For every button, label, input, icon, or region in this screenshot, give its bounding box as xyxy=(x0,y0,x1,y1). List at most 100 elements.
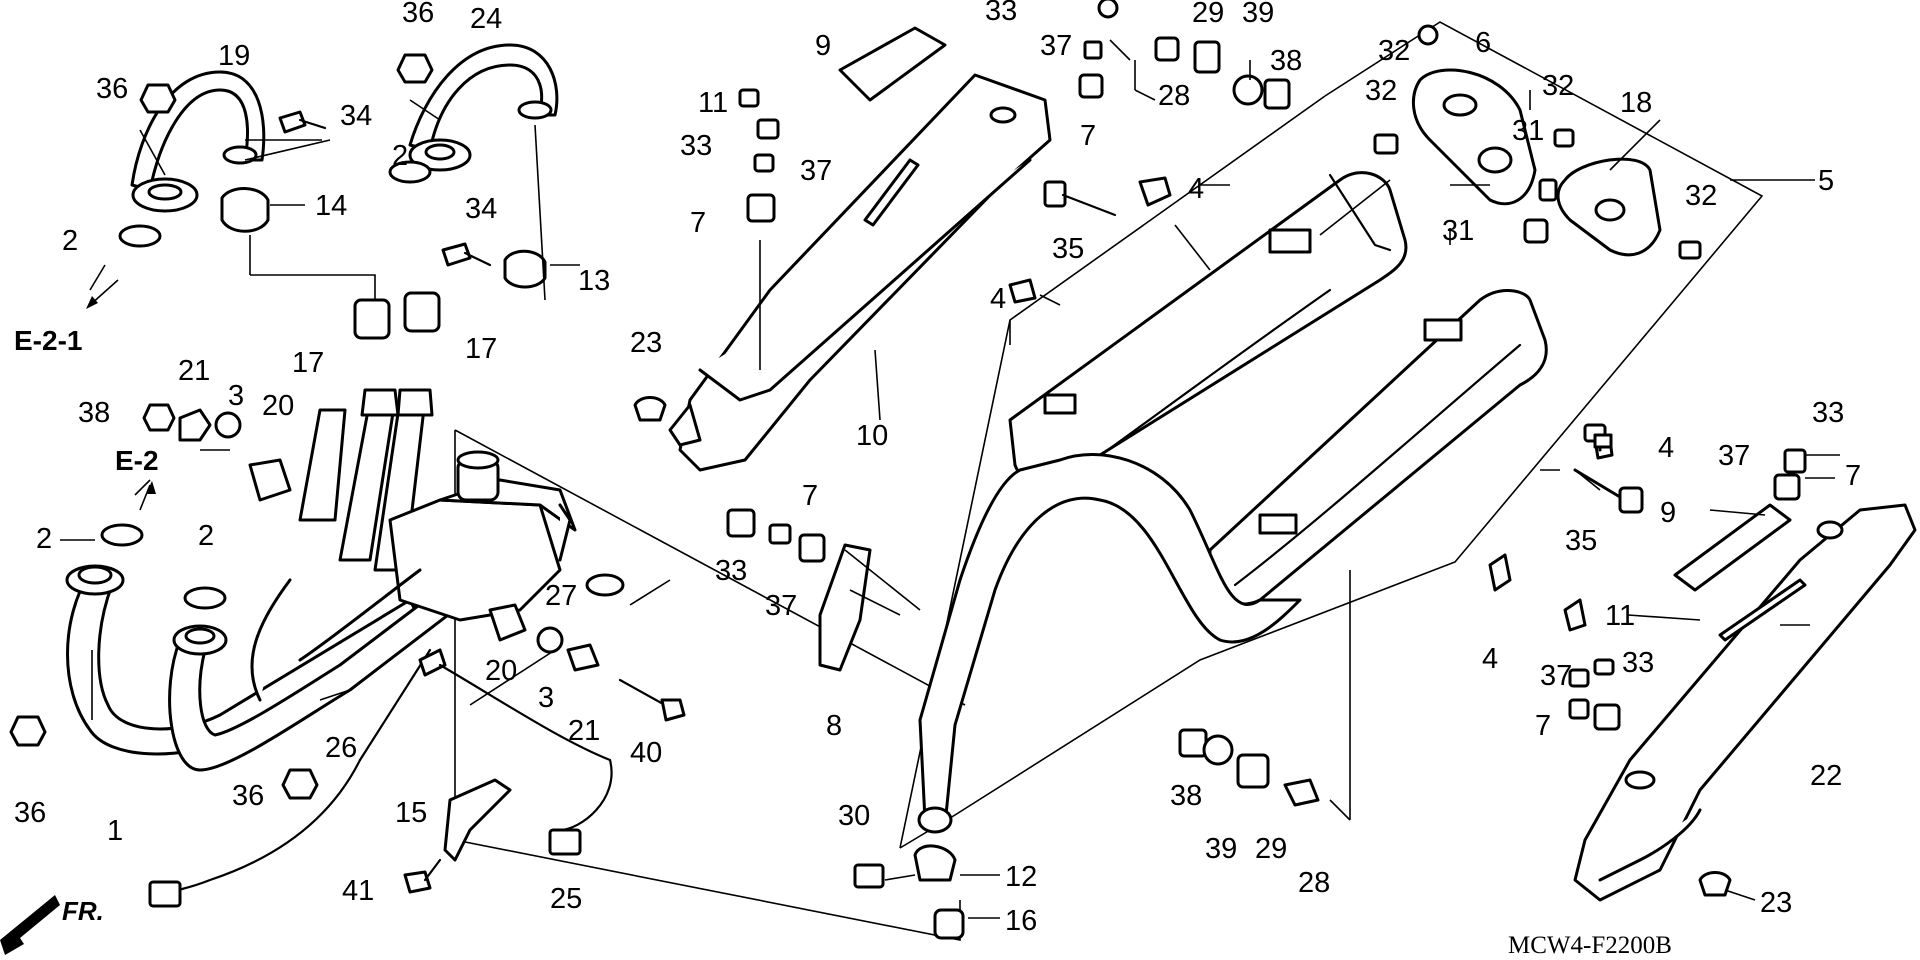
callout-numbers: 36 19 34 14 2 36 24 2 34 13 17 17 38 21 … xyxy=(14,0,1861,937)
callout: 13 xyxy=(578,265,610,297)
diagram-code: MCW4-F2200B xyxy=(1508,932,1672,959)
callout: 35 xyxy=(1052,233,1084,265)
callout: 2 xyxy=(392,140,408,172)
callout: 4 xyxy=(1658,432,1674,464)
callout: 11 xyxy=(1605,600,1635,632)
callout: 36 xyxy=(96,73,128,105)
reference-e-2-1: E-2-1 xyxy=(14,325,82,356)
callout: 19 xyxy=(218,40,250,72)
callout: 23 xyxy=(1760,887,1792,919)
callout: 7 xyxy=(1535,710,1551,742)
callout: 1 xyxy=(107,815,123,847)
reference-e-2: E-2 xyxy=(115,445,159,476)
leader-lines xyxy=(60,39,1840,919)
callout: 39 xyxy=(1242,0,1274,29)
callout: 8 xyxy=(826,710,842,742)
callout: 11 xyxy=(698,87,728,119)
left-hardware xyxy=(9,53,686,908)
callout: 2 xyxy=(62,225,78,257)
bracket-18 xyxy=(1556,157,1662,257)
callout: 14 xyxy=(315,190,347,222)
upper-pipe-19 xyxy=(130,70,266,213)
callout: 32 xyxy=(1378,35,1410,67)
callout: 29 xyxy=(1255,833,1287,865)
exhaust-chamber xyxy=(298,450,577,662)
callout: 33 xyxy=(680,130,712,162)
callout: 7 xyxy=(690,207,706,239)
callout: 32 xyxy=(1685,180,1717,212)
callout: 9 xyxy=(815,30,831,62)
callout: 2 xyxy=(36,523,52,555)
callout: 35 xyxy=(1565,525,1597,557)
callout: 17 xyxy=(292,347,324,379)
callout: 33 xyxy=(985,0,1017,27)
callout: 33 xyxy=(715,555,747,587)
callout: 20 xyxy=(485,655,517,687)
callout: 38 xyxy=(78,397,110,429)
callout: 37 xyxy=(1040,30,1072,62)
callout: 36 xyxy=(14,797,46,829)
callout: 20 xyxy=(262,390,294,422)
callout: 23 xyxy=(630,327,662,359)
callout: 7 xyxy=(1080,120,1096,152)
callout: 28 xyxy=(1158,80,1190,112)
callout: 24 xyxy=(470,3,502,35)
callout: 4 xyxy=(1482,643,1498,675)
callout: 15 xyxy=(395,797,427,829)
callout: 3 xyxy=(228,380,244,412)
callout: 40 xyxy=(630,737,662,769)
callout: 16 xyxy=(1005,905,1037,937)
callout: 4 xyxy=(990,283,1006,315)
front-direction-arrow: FR. xyxy=(0,895,104,955)
callout: 9 xyxy=(1660,497,1676,529)
bracket-8 xyxy=(818,543,872,672)
bracket-6 xyxy=(1411,68,1537,206)
callout: 2 xyxy=(198,520,214,552)
callout: 12 xyxy=(1005,861,1037,893)
callout: 4 xyxy=(1188,173,1204,205)
callout: 31 xyxy=(1442,215,1474,247)
upper-pipe-24 xyxy=(408,43,559,172)
callout: 36 xyxy=(402,0,434,29)
muffler-connecting-pipe xyxy=(917,452,1302,834)
heat-shield-10 xyxy=(668,73,1052,472)
callout: 38 xyxy=(1170,780,1202,812)
muffler-upper xyxy=(1008,171,1408,486)
callout: 30 xyxy=(838,800,870,832)
callout: 22 xyxy=(1810,760,1842,792)
group-borders xyxy=(454,21,1764,941)
callout: 32 xyxy=(1542,70,1574,102)
heat-shield-22 xyxy=(1573,503,1917,902)
callout: 37 xyxy=(800,155,832,187)
callout: 39 xyxy=(1205,833,1237,865)
callout: 26 xyxy=(325,732,357,764)
callout: 3 xyxy=(538,682,554,714)
callout: 31 xyxy=(1512,115,1544,147)
callout: 18 xyxy=(1620,87,1652,119)
callout: 17 xyxy=(465,333,497,365)
callout: 32 xyxy=(1365,75,1397,107)
reference-labels: E-2-1 E-2 xyxy=(14,279,159,511)
callout: 25 xyxy=(550,883,582,915)
callout: 33 xyxy=(1622,647,1654,679)
callout: 21 xyxy=(568,715,600,747)
rubber-mount-9 xyxy=(838,26,1792,592)
callout: 5 xyxy=(1818,165,1834,197)
callout: 36 xyxy=(232,780,264,812)
pipe-flanges xyxy=(65,388,434,656)
callout: 41 xyxy=(342,875,374,907)
front-marker-label: FR. xyxy=(62,896,104,926)
callout: 29 xyxy=(1192,0,1224,29)
callout: 37 xyxy=(1718,440,1750,472)
callout: 6 xyxy=(1475,27,1491,59)
callout: 33 xyxy=(1812,397,1844,429)
callout: 7 xyxy=(1845,460,1861,492)
callout: 10 xyxy=(856,420,888,452)
callout: 37 xyxy=(1540,660,1572,692)
callout: 34 xyxy=(340,100,372,132)
right-hardware xyxy=(633,0,1807,940)
callout: 34 xyxy=(465,193,497,225)
callout: 21 xyxy=(178,355,210,387)
callout: 37 xyxy=(765,590,797,622)
